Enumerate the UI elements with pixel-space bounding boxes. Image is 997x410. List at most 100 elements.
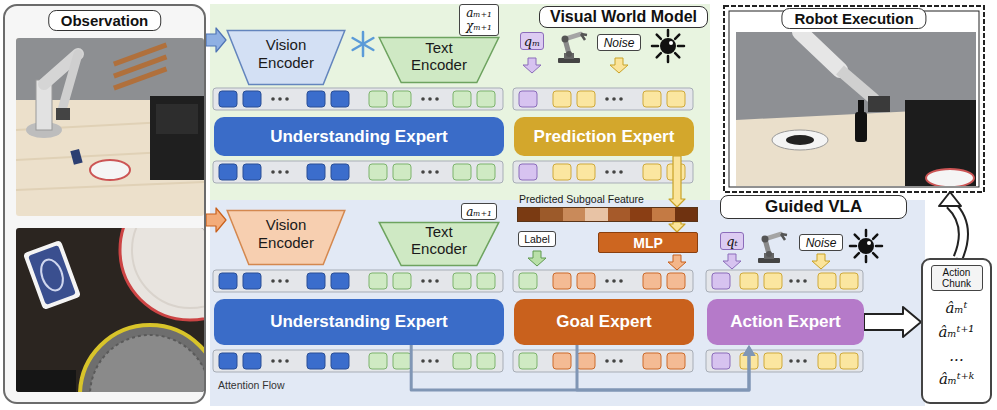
observation-scene-top <box>62 54 78 110</box>
subgoal-arrow <box>669 156 685 207</box>
encoder-label: Text Encoder <box>399 223 479 258</box>
math-label: aₘ₊₁ <box>466 7 492 20</box>
query-token: qₘ <box>520 32 544 50</box>
expert-box: Goal Expert <box>514 299 694 345</box>
chunk-title: Action Chunk <box>931 265 983 291</box>
observation-scene-top <box>113 67 167 91</box>
observation-scene-top <box>113 43 167 67</box>
vision-encoder: Vision Encoder <box>226 30 346 85</box>
query-token: qₜ <box>720 232 744 250</box>
math-label: χₘ₊₁ <box>466 20 492 33</box>
chunk-item: âₘᵗ⁺¹ <box>939 322 975 344</box>
observation-scene-top <box>113 43 167 91</box>
observation-scene-top <box>56 108 70 120</box>
input-arrows <box>523 58 830 270</box>
input-arrows <box>812 254 830 269</box>
observation-scene-wrist <box>80 325 204 392</box>
robot-icons <box>758 234 787 263</box>
execution-scene <box>736 32 976 186</box>
observation-scene-top <box>156 104 198 134</box>
input-arrows <box>610 58 628 73</box>
condition-box: aₘ₊₁ <box>461 203 497 220</box>
observation-scene-wrist <box>28 245 76 305</box>
token-rows <box>213 350 503 372</box>
input-arrows <box>528 251 546 266</box>
execution-scene <box>800 32 840 70</box>
expert-box: Prediction Expert <box>514 117 694 156</box>
arrow-head <box>743 345 756 356</box>
observation-scene-wrist <box>16 370 76 392</box>
flow-line <box>577 345 749 390</box>
expert-box: Understanding Expert <box>214 299 504 345</box>
encoder-label: Vision Encoder <box>246 216 326 251</box>
token-rows <box>513 88 693 110</box>
execution-scene <box>736 32 976 186</box>
expert-box: Understanding Expert <box>214 117 504 156</box>
expert-box: Action Expert <box>707 299 864 345</box>
flow-line <box>411 345 749 390</box>
attention-flow-line <box>577 345 756 390</box>
expert-label: Action Expert <box>730 312 841 332</box>
token-rows <box>706 270 863 292</box>
observation-panel: Observation <box>3 4 206 404</box>
panel-title: Observation <box>48 10 162 31</box>
box-label: Noise <box>604 37 635 49</box>
world-model-ground <box>210 4 710 201</box>
label-box: Label <box>518 231 556 247</box>
text-encoder: Text Encoder <box>378 37 500 83</box>
subgoal-feature-bar: Predicted Subgoal Feature <box>517 207 698 222</box>
observation-scene-top <box>16 38 204 216</box>
expert-label: Understanding Expert <box>270 312 448 332</box>
attention-flow-line <box>411 345 755 390</box>
noise-box: Noise <box>597 34 641 51</box>
arrow-outline <box>950 204 963 258</box>
observation-scene-top <box>113 55 167 79</box>
feature-heading: Predicted Subgoal Feature <box>519 194 644 206</box>
input-arrows <box>523 58 541 73</box>
execution-arrow <box>939 192 963 258</box>
chunk-item: âₘᵗ⁺ᵏ <box>939 369 974 391</box>
region-title: Guided VLA <box>720 195 907 219</box>
arrow-body <box>950 204 963 258</box>
box-label: MLP <box>633 236 663 250</box>
robot-execution-frame: Robot Execution <box>724 6 984 192</box>
token-rows <box>213 88 863 372</box>
stamp-frame <box>724 6 984 192</box>
expert-label: Prediction Expert <box>534 127 675 147</box>
observation-scene-top <box>90 160 130 180</box>
input-arrows <box>668 255 686 270</box>
execution-scene <box>905 100 976 186</box>
observation-scene-wrist <box>120 228 204 320</box>
expert-label: Goal Expert <box>556 312 651 332</box>
vision-encoder: Vision Encoder <box>226 210 346 265</box>
guided-vla-region: Guided VLAVision EncoderText Encoderaₘ₊₁… <box>210 200 925 406</box>
observation-scene-wrist <box>37 257 67 294</box>
annotation-label: Attention Flow <box>218 379 285 391</box>
math-label: qₜ <box>726 235 738 248</box>
math-label: qₘ <box>524 35 540 48</box>
token-rows <box>513 350 693 372</box>
observation-scene-wrist <box>16 228 204 392</box>
noise-icons <box>652 30 684 62</box>
snowflake-icon <box>353 32 374 56</box>
trapezoid-outline <box>379 37 499 82</box>
observation-scene-top <box>16 38 204 216</box>
chunk-item: ... <box>949 346 963 368</box>
input-arrow <box>206 208 226 232</box>
execution-scene <box>926 169 974 186</box>
box-label: Noise <box>806 237 837 249</box>
execution-scene <box>786 135 814 145</box>
stamp-frame <box>729 11 979 187</box>
observation-scene-wrist <box>132 228 204 308</box>
execution-scene <box>858 100 864 114</box>
frame-title: Robot Execution <box>781 8 926 29</box>
token-rows <box>513 161 693 183</box>
token-rows <box>213 88 503 110</box>
token-rows <box>213 161 503 183</box>
trapezoid-outline <box>227 211 345 265</box>
execution-scene <box>772 130 828 150</box>
token-rows <box>706 350 863 372</box>
observation-scene-wrist <box>90 335 204 392</box>
input-arrows <box>723 254 741 269</box>
snowflake-icon <box>353 38 374 50</box>
